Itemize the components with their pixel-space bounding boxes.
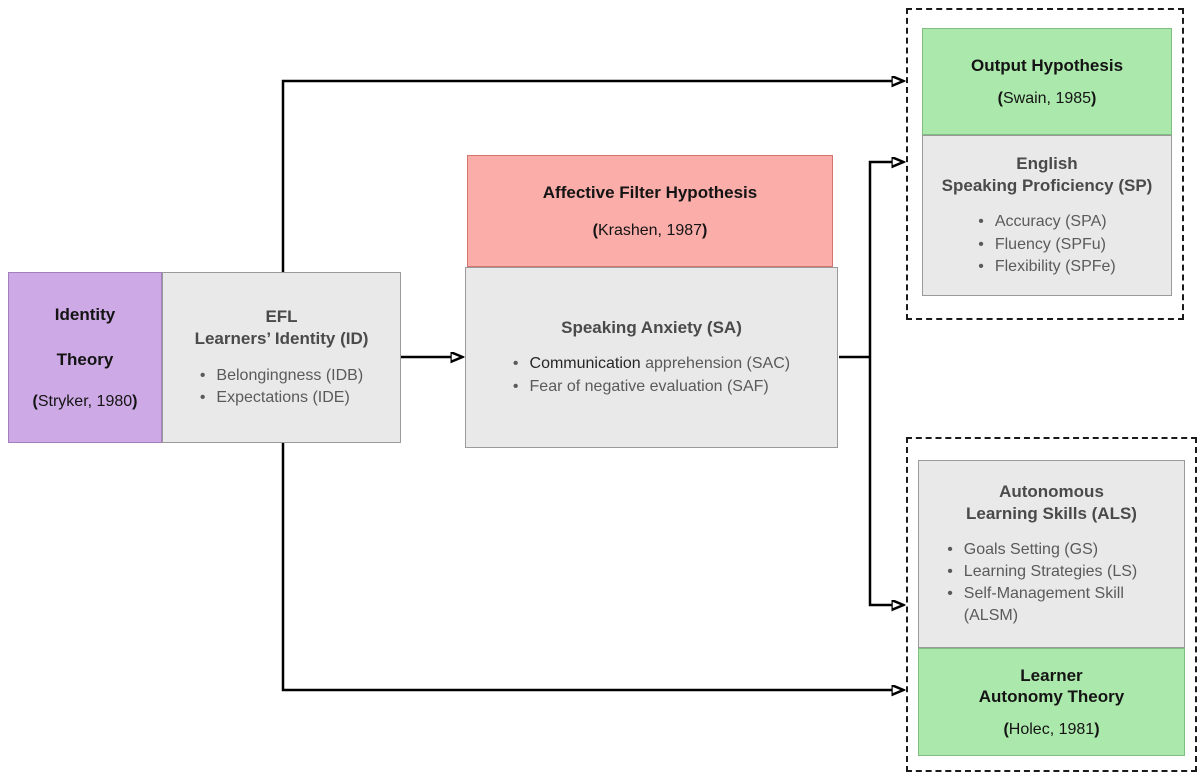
bullet-item: Goals Setting (GS) xyxy=(947,539,1156,561)
arrow-speaking-anxiety-to-autonomous-skills xyxy=(868,357,892,605)
efl-identity-bullets: Belongingness (IDB) Expectations (IDE) xyxy=(200,365,363,409)
autonomous-learning-box: Autonomous Learning Skills (ALS) Goals S… xyxy=(918,460,1185,648)
output-hypothesis-citation: (Swain, 1985) xyxy=(997,89,1097,107)
autonomous-learning-bullets: Goals Setting (GS) Learning Strategies (… xyxy=(947,539,1156,627)
output-hypothesis-title: Output Hypothesis xyxy=(970,56,1124,76)
learner-autonomy-box: Learner Autonomy Theory (Holec, 1981) xyxy=(918,648,1185,756)
identity-theory-box: Identity Theory (Stryker, 1980) xyxy=(8,272,162,443)
bullet-item: Communication apprehension (SAC) xyxy=(513,353,791,375)
bullet-dot xyxy=(978,211,995,233)
bullet-dot xyxy=(513,376,530,398)
learner-autonomy-group xyxy=(906,437,1197,772)
bullet-dot xyxy=(947,539,964,561)
bullet-dot xyxy=(513,353,530,375)
speaking-proficiency-heading: English Speaking Proficiency (SP) xyxy=(941,154,1153,196)
output-hypothesis-group xyxy=(906,8,1184,320)
identity-theory-title-line2: Theory xyxy=(56,349,114,369)
speaking-proficiency-box: English Speaking Proficiency (SP) Accura… xyxy=(922,135,1172,296)
bullet-item: Self-Management Skill (ALSM) xyxy=(947,583,1156,627)
speaking-anxiety-heading: Speaking Anxiety (SA) xyxy=(561,318,742,338)
speaking-proficiency-bullets: Accuracy (SPA) Fluency (SPFu) Flexibilit… xyxy=(978,211,1116,277)
output-hypothesis-box: Output Hypothesis (Swain, 1985) xyxy=(922,28,1172,135)
bullet-dot xyxy=(978,256,995,278)
efl-identity-heading: EFL Learners’ Identity (ID) xyxy=(194,307,369,349)
bullet-dot xyxy=(978,234,995,256)
bullet-dot xyxy=(947,583,964,605)
affective-filter-box: Affective Filter Hypothesis (Krashen, 19… xyxy=(467,155,833,267)
bullet-dot xyxy=(200,365,217,387)
bullet-item: Belongingness (IDB) xyxy=(200,365,363,387)
bullet-item: Fear of negative evaluation (SAF) xyxy=(513,376,790,398)
identity-theory-title-line1: Identity xyxy=(54,305,116,325)
bullet-item: Fluency (SPFu) xyxy=(978,234,1116,256)
affective-filter-citation: (Krashen, 1987) xyxy=(592,222,708,240)
arrow-efl-to-learner-autonomy xyxy=(281,443,892,690)
speaking-anxiety-box: Speaking Anxiety (SA) Communication appr… xyxy=(465,267,838,448)
bullet-item: Learning Strategies (LS) xyxy=(947,561,1156,583)
bullet-dot xyxy=(200,387,217,409)
bullet-item: Accuracy (SPA) xyxy=(978,211,1116,233)
bullet-dot xyxy=(947,561,964,583)
identity-theory-citation: (Stryker, 1980) xyxy=(32,392,138,410)
efl-identity-box: EFL Learners’ Identity (ID) Belongingnes… xyxy=(162,272,401,443)
speaking-anxiety-bullets: Communication apprehension (SAC) Fear of… xyxy=(513,353,791,398)
bullet-item: Flexibility (SPFe) xyxy=(978,256,1116,278)
learner-autonomy-title: Learner Autonomy Theory xyxy=(978,665,1125,706)
bullet-item: Expectations (IDE) xyxy=(200,387,363,409)
arrow-speaking-anxiety-to-proficiency xyxy=(868,162,892,357)
autonomous-learning-heading: Autonomous Learning Skills (ALS) xyxy=(966,481,1137,523)
affective-filter-title: Affective Filter Hypothesis xyxy=(542,182,758,202)
learner-autonomy-citation: (Holec, 1981) xyxy=(1003,721,1100,739)
